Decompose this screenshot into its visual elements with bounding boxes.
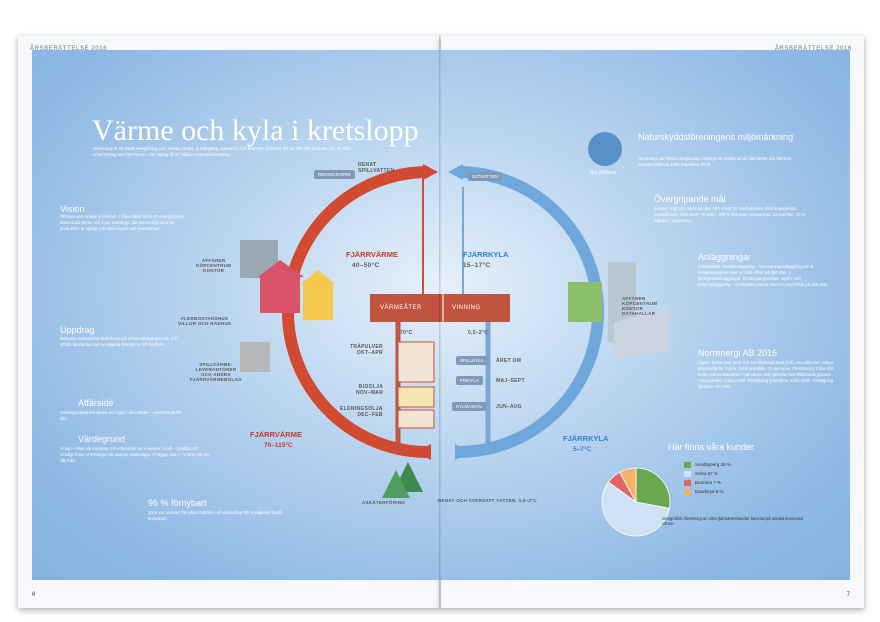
fjarrvarme-top-title: FJÄRRVÄRME xyxy=(346,250,398,259)
pie-legend: Sundbyberg 28 % Solna 57 % Bromma 7 % Da… xyxy=(684,462,731,498)
flerbostadshus-label: FLERBOSTADSHUS VILLOR OCH RADHUS xyxy=(178,316,232,326)
norrenergi-ab-text: Ägare: Solna stad (2/3) och Sundbybergs … xyxy=(698,360,834,389)
legend-swatch xyxy=(684,471,691,477)
house-roof-icon xyxy=(301,270,335,284)
affarer-kontor-label: AFFÄRER KÖPCENTRUM KONTOR DATAHALLAR xyxy=(622,296,658,316)
legend-item: Solna 57 % xyxy=(684,471,731,477)
legend-swatch xyxy=(684,480,691,486)
heat-recovery-box xyxy=(370,294,510,322)
anlaggningar-text: Solnaverket: Bioeldanläggning – värmepum… xyxy=(698,264,828,287)
affarside-heading: Affärsidé xyxy=(78,398,114,408)
naturskydd-text: Norrenergi var första energibolag i Sver… xyxy=(638,156,792,167)
house-icon xyxy=(260,277,300,313)
heating-arrow-top xyxy=(423,164,438,180)
magazine-spread: ÅRSBERÄTTELSE 2016 6 ÅRSBERÄTTELSE 2016 … xyxy=(18,22,864,610)
cooling-arrow-top xyxy=(448,164,463,180)
kunder-heading: Här finns våra kunder xyxy=(668,442,755,452)
legend-item: Sundbyberg 28 % xyxy=(684,462,731,468)
temp-05-label: 0,5–2°C xyxy=(468,330,489,336)
mall-icon xyxy=(614,307,668,357)
kunder-note: Geografisk fördelning av våra fjärrvärme… xyxy=(662,516,803,526)
spillvarme-leverantorer-label: SPILLVÄRME- LEVERANTÖRER OCH ANDRA FJÄRR… xyxy=(190,362,242,382)
frikyla-label: FRIKYLA xyxy=(456,376,483,385)
page-number-right: 7 xyxy=(846,592,850,598)
legend-item: Bromma 7 % xyxy=(684,480,731,486)
page-gutter xyxy=(439,36,443,608)
house-icon xyxy=(303,284,333,320)
maj-sept-label: MAJ–SEPT xyxy=(496,378,525,384)
renat-spillvatten-label: RENAT SPILLVATTEN xyxy=(358,162,395,174)
vardegrund-text: Vi kan – Med vår kunskap och erfarenhet … xyxy=(60,446,210,463)
uppdrag-heading: Uppdrag xyxy=(60,325,95,335)
bra-miljoval-logo xyxy=(588,132,622,166)
cycle-diagram xyxy=(240,164,668,498)
house-roof-icon xyxy=(258,260,304,277)
customer-pie-chart xyxy=(601,467,671,537)
legend-label: Sundbyberg 28 % xyxy=(695,462,731,468)
fornybart-heading: 96 % förnybart xyxy=(148,498,207,508)
office-building-icon xyxy=(568,282,602,322)
aret-om-label: ÅRET OM xyxy=(496,358,522,364)
heating-arrow-bottom xyxy=(416,444,431,460)
trapulver-label: TRÄPULVER OKT–APR xyxy=(350,344,383,356)
fjarrkyla-bottom-temp: 5–7°C xyxy=(573,446,592,453)
fjarrkyla-top-temp: 15–17°C xyxy=(463,262,491,269)
tree-icon xyxy=(382,470,410,498)
fornybart-text: 2016 var andelen förnybart bränsle i vår… xyxy=(148,510,282,521)
norrenergi-ab-heading: Norrenergi AB 2016 xyxy=(698,348,778,358)
fjarrvarme-bottom-temp: 70–115°C xyxy=(264,442,293,449)
legend-swatch xyxy=(684,462,691,468)
anlaggningar-heading: Anläggningar xyxy=(698,252,752,262)
bra-miljoval-label: Bra Miljöval xyxy=(590,170,616,176)
fuel-oil-bin xyxy=(397,409,435,429)
pie-slice xyxy=(619,467,637,503)
varmeater-label: VÄRMEÅTER xyxy=(380,305,422,311)
vision-heading: Vision xyxy=(60,204,85,214)
naturskydd-heading: Naturskyddsföreningens miljömärkning xyxy=(638,132,794,142)
temp-70-label: 70°C xyxy=(400,330,413,336)
fjarrkyla-top-title: FJÄRRKYLA xyxy=(463,250,509,259)
page-number-left: 6 xyxy=(32,592,36,598)
askaterforing-label: ASKÅTERFÖRING xyxy=(362,500,406,505)
cooling-arrow-bottom xyxy=(455,444,470,460)
overgripande-mal-heading: Övergripande mål xyxy=(654,194,726,204)
running-header-right: ÅRSBERÄTTELSE 2016 xyxy=(774,46,852,52)
affarside-text: Kretsloppsbaserad värme och kyla i våra … xyxy=(60,410,182,421)
vision-text: Tillsammans skapar vi livskraft. I våra … xyxy=(60,214,185,231)
renat-sversatt-label: RENAT OCH SVERSATT VATTEN, 0,5–2°C xyxy=(438,498,537,503)
wood-powder-bin xyxy=(397,341,435,383)
bio-oil-bin xyxy=(397,386,435,408)
jun-aug-label: JUN–AUG xyxy=(496,404,522,410)
vinning-label: VINNING xyxy=(452,305,481,311)
eldningsolja-label: ELDNINGSOLJA DEC–FEB xyxy=(340,406,383,418)
legend-swatch xyxy=(684,489,691,495)
sjovatten-label: SJÖVATTEN xyxy=(468,172,502,181)
uppdrag-text: Bolagets verksamhet skall drivas på affä… xyxy=(60,336,178,347)
factory-icon xyxy=(240,342,270,372)
legend-label: Solna 57 % xyxy=(695,471,719,477)
vardegrund-heading: Värdegrund xyxy=(78,434,126,444)
affarer-label: AFFÄRER KÖPCENTRUM KONTOR xyxy=(196,258,232,273)
intro-text: Norrenergi är ett lokalt energibolag som… xyxy=(93,146,351,157)
kylmaskin-label: KYLMASKIN xyxy=(452,402,486,411)
page-title: Värme och kyla i kretslopp xyxy=(92,114,419,147)
spillkyla-label: SPILLKYLA xyxy=(456,356,488,365)
legend-label: Bromma 7 % xyxy=(695,480,722,486)
fjarrvarme-top-temp: 40–50°C xyxy=(352,262,380,269)
legend-label: Danderyd 8 % xyxy=(695,489,724,495)
fjarrvarme-bottom-title: FJÄRRVÄRME xyxy=(250,430,302,439)
bioolja-label: BIOOLJA NOV–MAR xyxy=(356,384,384,396)
pie-slice xyxy=(635,467,671,509)
reningsverk-label: RENINGSVERK xyxy=(314,170,355,179)
legend-item: Danderyd 8 % xyxy=(684,489,731,495)
fjarrkyla-bottom-title: FJÄRRKYLA xyxy=(563,434,609,443)
running-header-left: ÅRSBERÄTTELSE 2016 xyxy=(30,46,108,52)
overgripande-mal-text: Kunder: Rätt pris nöjda kunder, NKI mins… xyxy=(654,206,806,223)
pie-slice xyxy=(601,481,670,537)
